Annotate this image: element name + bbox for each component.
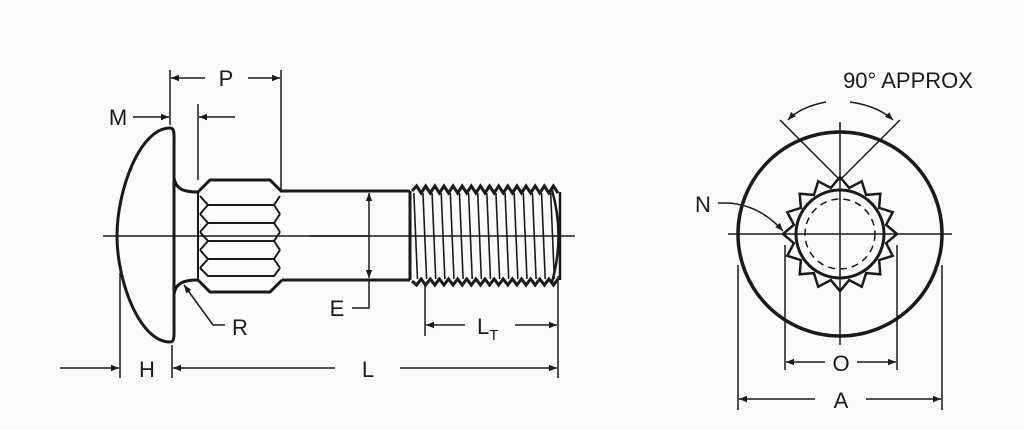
label-r: R bbox=[232, 315, 248, 340]
label-h: H bbox=[139, 357, 155, 382]
square-neck-ribs bbox=[196, 178, 284, 294]
label-p: P bbox=[219, 66, 234, 91]
end-view: 90° APPROX N O A bbox=[695, 68, 973, 413]
label-a: A bbox=[834, 388, 849, 413]
label-m: M bbox=[109, 105, 127, 130]
label-e: E bbox=[330, 296, 345, 321]
label-o: O bbox=[832, 351, 849, 376]
shank bbox=[282, 189, 412, 282]
label-l: L bbox=[362, 357, 374, 382]
label-lt: LT bbox=[477, 314, 498, 344]
angle-label: 90° APPROX bbox=[843, 68, 973, 93]
bolt-head bbox=[115, 126, 176, 344]
center-lines bbox=[728, 119, 952, 345]
side-view: P M E R H L LT bbox=[60, 66, 575, 382]
threads bbox=[410, 183, 562, 288]
label-n: N bbox=[695, 192, 711, 217]
neck-fillet bbox=[172, 177, 199, 295]
